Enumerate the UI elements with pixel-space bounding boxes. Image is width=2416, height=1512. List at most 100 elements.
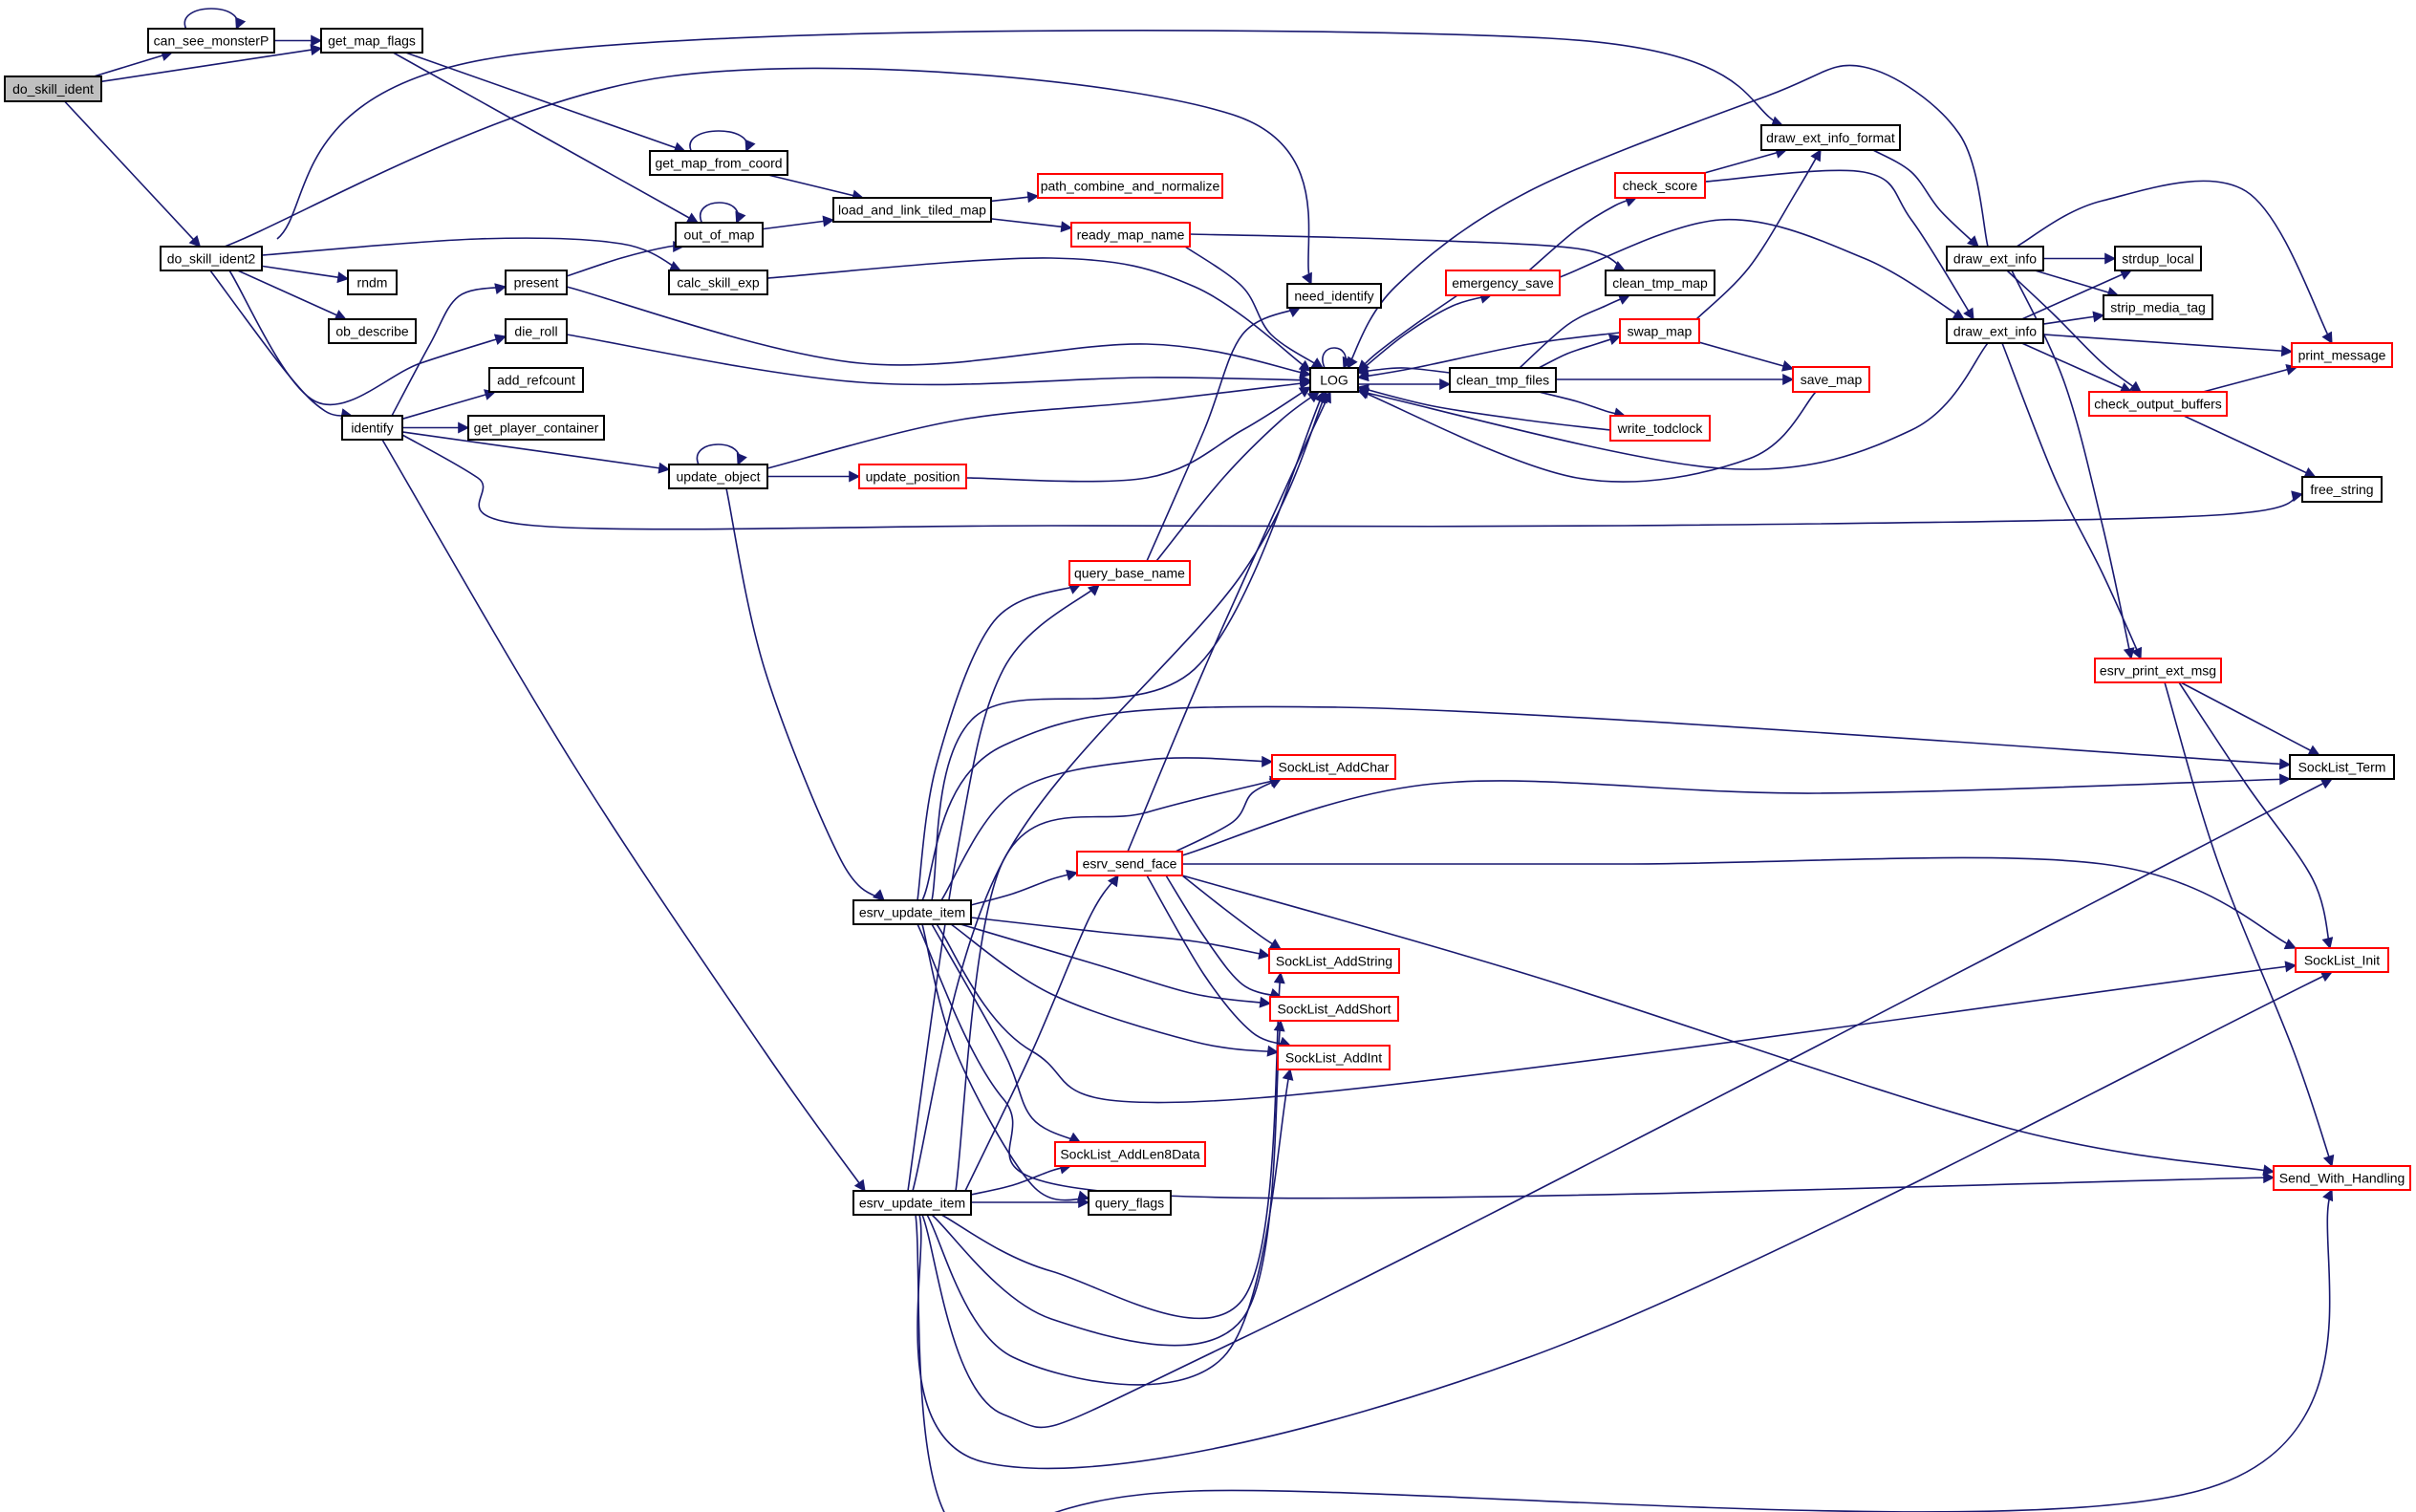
node-box[interactable] — [675, 222, 764, 248]
node-path_combine_and_normalize[interactable]: path_combine_and_normalize — [1037, 173, 1223, 199]
node-SockList_AddString[interactable]: SockList_AddString — [1268, 948, 1400, 974]
node-draw_ext_info_format[interactable]: draw_ext_info_format — [1760, 124, 1901, 151]
node-out_of_map[interactable]: out_of_map — [675, 222, 764, 248]
node-SockList_AddChar[interactable]: SockList_AddChar — [1271, 754, 1396, 780]
node-do_skill_ident2[interactable]: do_skill_ident2 — [160, 246, 263, 271]
node-swap_map[interactable]: swap_map — [1619, 318, 1700, 344]
node-query_base_name[interactable]: query_base_name — [1068, 560, 1191, 586]
node-box[interactable] — [1445, 270, 1561, 296]
node-box[interactable] — [2114, 246, 2202, 271]
node-box[interactable] — [4, 76, 102, 102]
node-box[interactable] — [668, 270, 768, 295]
node-get_player_container[interactable]: get_player_container — [467, 415, 605, 441]
node-free_string[interactable]: free_string — [2301, 476, 2383, 503]
node-draw_ext_info_a[interactable]: draw_ext_info — [1946, 246, 2044, 271]
node-box[interactable] — [1946, 246, 2044, 271]
node-calc_skill_exp[interactable]: calc_skill_exp — [668, 270, 768, 295]
node-box[interactable] — [1068, 560, 1191, 586]
node-box[interactable] — [467, 415, 605, 441]
node-strip_media_tag[interactable]: strip_media_tag — [2103, 294, 2213, 320]
node-box[interactable] — [1609, 415, 1711, 442]
node-box[interactable] — [668, 464, 768, 489]
node-box[interactable] — [852, 1190, 972, 1216]
node-box[interactable] — [1792, 366, 1870, 393]
node-box[interactable] — [160, 246, 263, 271]
node-box[interactable] — [2301, 476, 2383, 503]
node-esrv_send_face[interactable]: esrv_send_face — [1076, 851, 1183, 876]
node-Send_With_Handling[interactable]: Send_With_Handling — [2273, 1165, 2411, 1191]
node-present[interactable]: present — [505, 270, 568, 295]
node-box[interactable] — [341, 415, 403, 441]
node-box[interactable] — [2273, 1165, 2411, 1191]
node-SockList_Term[interactable]: SockList_Term — [2289, 754, 2395, 780]
node-box[interactable] — [488, 367, 584, 393]
node-box[interactable] — [1268, 948, 1400, 974]
node-can_see_monsterP[interactable]: can_see_monsterP — [147, 28, 275, 54]
node-esrv_print_ext_msg[interactable]: esrv_print_ext_msg — [2094, 658, 2222, 683]
node-box[interactable] — [505, 270, 568, 295]
node-update_position[interactable]: update_position — [858, 464, 967, 489]
node-print_message[interactable]: print_message — [2291, 342, 2393, 368]
node-query_flags[interactable]: query_flags — [1088, 1190, 1172, 1216]
node-box[interactable] — [1605, 270, 1715, 296]
node-esrv_update_item_a[interactable]: esrv_update_item — [852, 899, 972, 925]
node-box[interactable] — [2094, 658, 2222, 683]
node-box[interactable] — [1614, 172, 1706, 199]
node-load_and_link_tiled_map[interactable]: load_and_link_tiled_map — [832, 197, 992, 223]
node-get_map_flags[interactable]: get_map_flags — [320, 28, 423, 54]
node-box[interactable] — [1271, 754, 1396, 780]
node-box[interactable] — [1309, 367, 1359, 393]
node-write_todclock[interactable]: write_todclock — [1609, 415, 1711, 442]
node-box[interactable] — [1277, 1045, 1391, 1070]
node-box[interactable] — [832, 197, 992, 223]
node-check_output_buffers[interactable]: check_output_buffers — [2088, 391, 2228, 417]
node-draw_ext_info_b[interactable]: draw_ext_info — [1946, 318, 2044, 344]
node-ready_map_name[interactable]: ready_map_name — [1070, 222, 1191, 248]
node-box[interactable] — [328, 318, 417, 344]
node-box[interactable] — [852, 899, 972, 925]
node-save_map[interactable]: save_map — [1792, 366, 1870, 393]
node-box[interactable] — [2295, 947, 2389, 973]
node-SockList_AddInt[interactable]: SockList_AddInt — [1277, 1045, 1391, 1070]
node-box[interactable] — [1037, 173, 1223, 199]
node-box[interactable] — [2289, 754, 2395, 780]
node-box[interactable] — [1269, 996, 1399, 1022]
node-box[interactable] — [1760, 124, 1901, 151]
node-box[interactable] — [347, 270, 398, 295]
node-SockList_AddShort[interactable]: SockList_AddShort — [1269, 996, 1399, 1022]
node-box[interactable] — [1070, 222, 1191, 248]
node-need_identify[interactable]: need_identify — [1286, 283, 1382, 309]
node-box[interactable] — [1088, 1190, 1172, 1216]
node-get_map_from_coord[interactable]: get_map_from_coord — [649, 150, 788, 176]
node-LOG[interactable]: LOG — [1309, 367, 1359, 393]
node-die_roll[interactable]: die_roll — [505, 318, 568, 344]
node-box[interactable] — [2291, 342, 2393, 368]
node-box[interactable] — [1286, 283, 1382, 309]
node-add_refcount[interactable]: add_refcount — [488, 367, 584, 393]
node-box[interactable] — [320, 28, 423, 54]
node-strdup_local[interactable]: strdup_local — [2114, 246, 2202, 271]
node-esrv_update_item_b[interactable]: esrv_update_item — [852, 1190, 972, 1216]
node-identify[interactable]: identify — [341, 415, 403, 441]
node-ob_describe[interactable]: ob_describe — [328, 318, 417, 344]
node-box[interactable] — [1619, 318, 1700, 344]
node-clean_tmp_map[interactable]: clean_tmp_map — [1605, 270, 1715, 296]
node-box[interactable] — [2088, 391, 2228, 417]
node-emergency_save[interactable]: emergency_save — [1445, 270, 1561, 296]
node-box[interactable] — [505, 318, 568, 344]
node-box[interactable] — [1076, 851, 1183, 876]
node-box[interactable] — [147, 28, 275, 54]
node-update_object[interactable]: update_object — [668, 464, 768, 489]
node-box[interactable] — [1449, 367, 1557, 393]
node-rndm[interactable]: rndm — [347, 270, 398, 295]
node-box[interactable] — [1946, 318, 2044, 344]
node-box[interactable] — [2103, 294, 2213, 320]
node-box[interactable] — [858, 464, 967, 489]
node-clean_tmp_files[interactable]: clean_tmp_files — [1449, 367, 1557, 393]
node-box[interactable] — [1054, 1141, 1206, 1167]
node-SockList_AddLen8Data[interactable]: SockList_AddLen8Data — [1054, 1141, 1206, 1167]
node-check_score[interactable]: check_score — [1614, 172, 1706, 199]
node-do_skill_ident[interactable]: do_skill_ident — [4, 76, 102, 102]
node-box[interactable] — [649, 150, 788, 176]
node-SockList_Init[interactable]: SockList_Init — [2295, 947, 2389, 973]
